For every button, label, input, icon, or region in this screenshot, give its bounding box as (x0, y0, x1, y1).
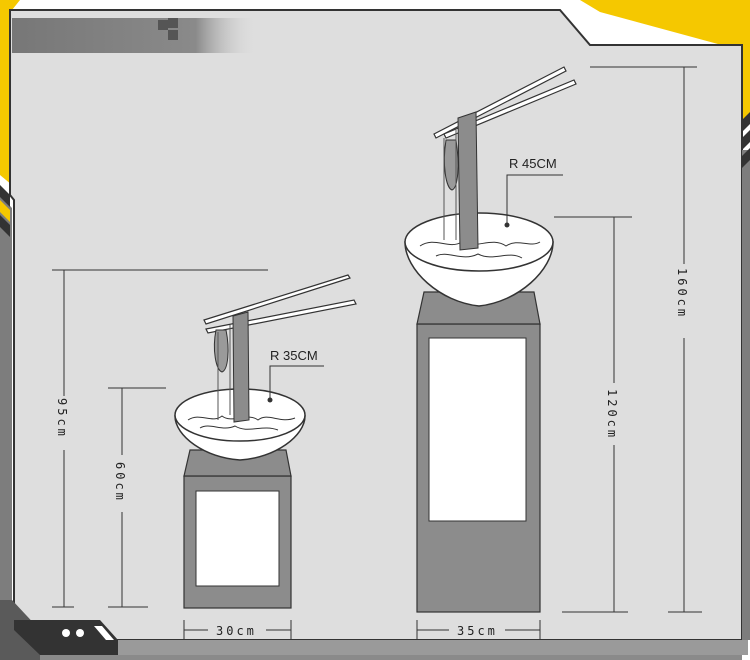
right-slash-deco (742, 112, 750, 168)
two-dots-icon (62, 629, 84, 637)
small-width-label: 30cm (216, 624, 257, 638)
large-chopstick-2 (443, 79, 577, 139)
large-radius-leader (506, 174, 563, 225)
large-width-label: 35cm (457, 624, 498, 638)
small-chopstick-1 (203, 274, 351, 325)
large-display: R 45CM 160cm 120cm 35cm (404, 66, 702, 640)
large-noodles (457, 111, 479, 251)
large-bowl-rim (404, 212, 554, 272)
small-noodles (232, 311, 250, 423)
large-stand-height-label: 120cm (605, 389, 619, 440)
small-radius-label: R 35CM (270, 348, 318, 363)
large-total-height-label: 160cm (675, 268, 689, 319)
gray-header-bar (12, 18, 257, 53)
small-radius-leader (269, 365, 324, 400)
small-total-height-label: 95cm (55, 398, 69, 439)
slash-icon (94, 626, 114, 640)
large-stand-panel (428, 337, 527, 522)
small-stand-panel (195, 490, 280, 587)
large-radius-label: R 45CM (509, 156, 557, 171)
left-slash-deco (0, 185, 10, 237)
small-display: R 35CM 95cm 60cm 30cm (52, 269, 357, 640)
small-stand-height-label: 60cm (113, 462, 127, 503)
